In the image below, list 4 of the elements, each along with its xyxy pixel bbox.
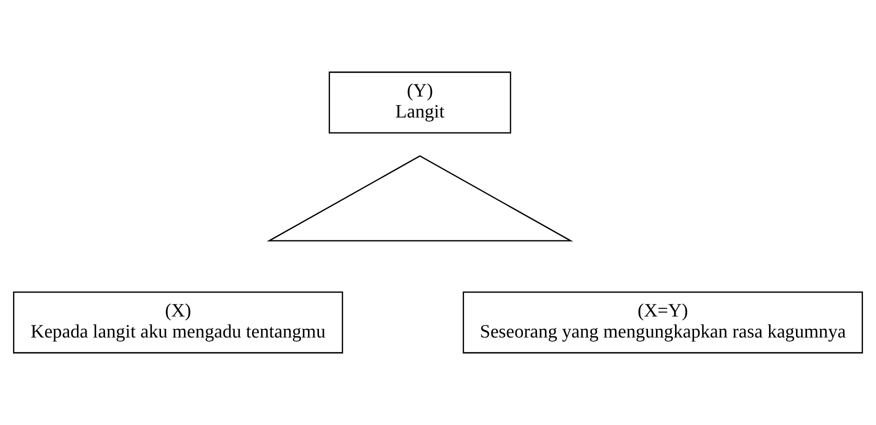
node-box: (X) Kepada langit aku mengadu tentangmu bbox=[13, 291, 344, 354]
node-box: (X=Y) Seseorang yang mengungkapkan rasa kagumnya bbox=[462, 291, 863, 354]
node-triangle bbox=[266, 155, 574, 242]
node-box: (Y) Langit bbox=[328, 72, 512, 134]
